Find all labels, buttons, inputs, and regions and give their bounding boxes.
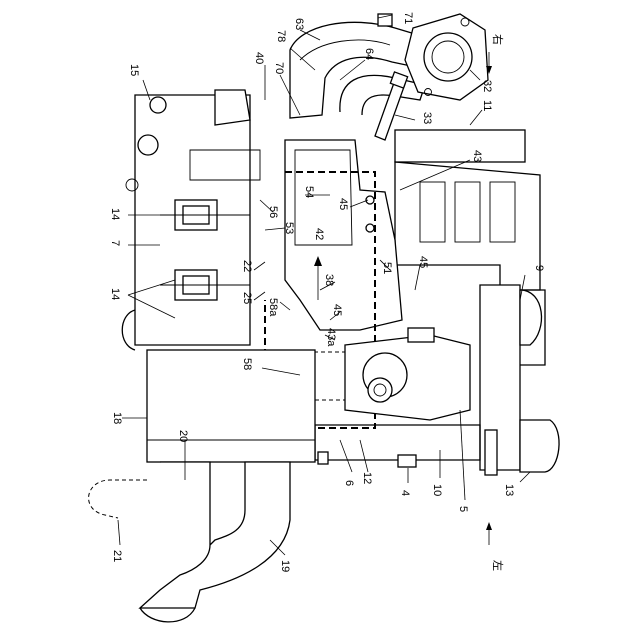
ref-51: 51 — [381, 262, 393, 274]
ref-45-middle: 45 — [417, 256, 429, 268]
ref-6: 6 — [343, 480, 355, 486]
direction-left: 左 — [486, 522, 504, 571]
ref-14-top: 14 — [109, 208, 121, 220]
ref-45-lower: 45 — [331, 304, 343, 316]
ref-7: 7 — [109, 240, 121, 246]
flywheel-housing — [480, 285, 559, 475]
ref-71: 71 — [402, 12, 414, 24]
ref-58a: 58a — [267, 298, 279, 317]
cylinder-head — [122, 90, 260, 350]
muffler-box — [147, 350, 315, 462]
ref-32: 32 — [481, 80, 493, 92]
ref-19: 19 — [279, 560, 291, 572]
ref-18: 18 — [111, 412, 123, 424]
ref-45-upper: 45 — [337, 198, 349, 210]
direction-right: 右 — [486, 34, 505, 74]
ref-10: 10 — [431, 484, 443, 496]
oil-pan — [315, 425, 480, 467]
ref-5: 5 — [457, 506, 469, 512]
ref-33: 33 — [421, 112, 433, 124]
ref-13: 13 — [503, 484, 515, 496]
ref-11: 11 — [481, 100, 493, 111]
ref-43a: 43a — [325, 328, 337, 347]
ref-70: 70 — [273, 62, 285, 74]
surge-tank — [285, 140, 402, 330]
ref-4: 4 — [399, 490, 411, 496]
ref-22: 22 — [241, 260, 253, 272]
ref-9: 9 — [533, 265, 545, 271]
starter-motor — [345, 328, 470, 420]
ref-14-bottom: 14 — [109, 288, 121, 300]
ref-58: 58 — [241, 358, 253, 370]
ref-21: 21 — [111, 550, 123, 562]
ref-56: 56 — [267, 206, 279, 218]
ref-43: 43 — [471, 150, 483, 162]
ref-15: 15 — [128, 64, 140, 76]
ref-12: 12 — [361, 472, 373, 484]
ref-63: 63 — [293, 18, 305, 30]
ref-38: 38 — [323, 274, 335, 286]
ref-54: 54 — [303, 186, 315, 198]
ref-64: 64 — [363, 48, 375, 60]
ref-20: 20 — [177, 430, 189, 442]
exhaust-pipe — [89, 462, 290, 622]
ref-53: 53 — [283, 222, 295, 234]
ref-78: 78 — [275, 30, 287, 42]
direction-left-label: 左 — [491, 560, 504, 571]
ref-40: 40 — [253, 52, 265, 64]
direction-right-label: 右 — [491, 34, 505, 45]
ref-25: 25 — [241, 292, 253, 304]
ref-42: 42 — [313, 228, 325, 240]
